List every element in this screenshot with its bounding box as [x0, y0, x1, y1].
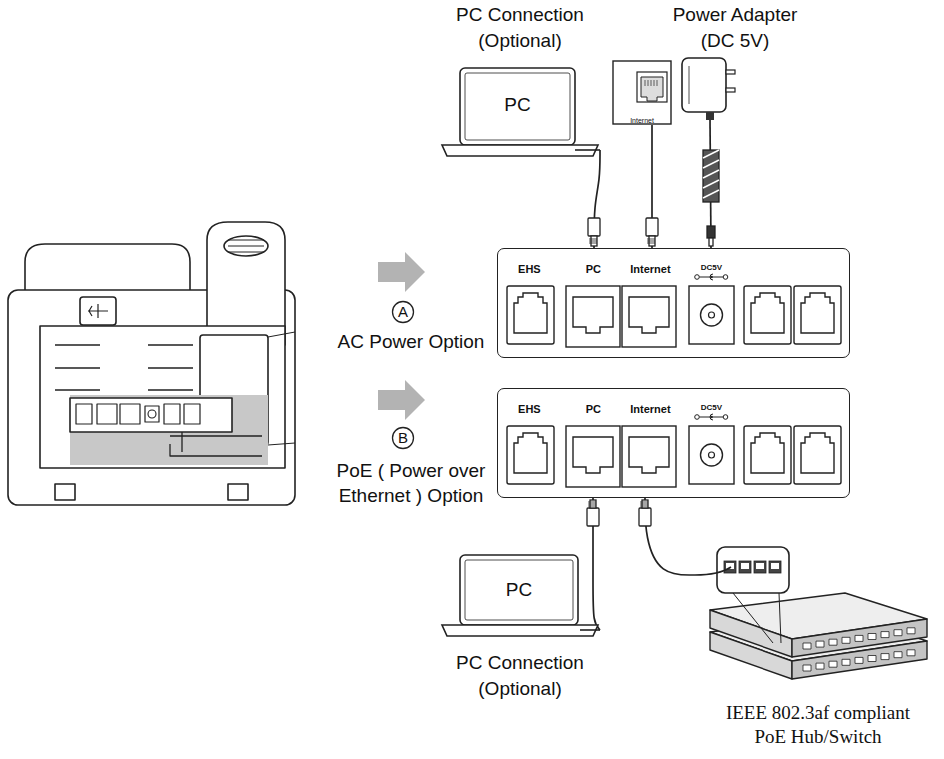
- option-title: PoE ( Power over Ethernet ) Option: [326, 458, 496, 508]
- port-panel-shape: [496, 387, 849, 497]
- internet-wall-jack: Internet: [612, 60, 672, 125]
- jack-label: Internet: [630, 116, 654, 125]
- pc-label-holder: PC: [460, 93, 575, 117]
- port-panel: EHS PC Internet DC5V: [497, 248, 850, 358]
- connection-caption: PC Connection (Optional): [440, 650, 600, 702]
- port-label: PC: [586, 262, 601, 276]
- port-label-holder: Internet: [622, 399, 678, 417]
- port-label-holder: PC: [567, 259, 619, 277]
- option-letter-holder: B: [393, 428, 413, 448]
- adapter-caption: Power Adapter (DC 5V): [665, 2, 805, 54]
- option-letter-holder: A: [393, 302, 413, 322]
- pc-laptop: PC PC Connection (Optional): [440, 550, 600, 705]
- connection-caption-holder: PC Connection (Optional): [440, 650, 600, 702]
- pc-label-holder: PC: [460, 578, 578, 602]
- port-label-holder: EHS: [504, 259, 554, 277]
- power-adapter: Power Adapter (DC 5V): [665, 0, 805, 120]
- port-label: PC: [586, 402, 601, 416]
- port-label-holder: PC: [567, 399, 619, 417]
- port-label-holder: EHS: [504, 399, 554, 417]
- cable-connector: [645, 498, 695, 575]
- connection-caption: PC Connection (Optional): [440, 2, 600, 54]
- port-label-holder: DC5V: [688, 396, 734, 414]
- port-panel-shape: [496, 247, 849, 357]
- port-label: Internet: [630, 402, 670, 416]
- option-title-holder: AC Power Option: [326, 329, 496, 354]
- switch-caption-holder: IEEE 802.3af compliant PoE Hub/Switch: [718, 701, 918, 749]
- connection-caption-holder: PC Connection (Optional): [440, 2, 600, 54]
- port-label: EHS: [518, 402, 541, 416]
- poe-switch: IEEE 802.3af compliant PoE Hub/Switch: [695, 535, 942, 751]
- port-label: Internet: [630, 262, 670, 276]
- port-label-holder: DC5V: [688, 256, 734, 274]
- port-label: DC5V: [701, 402, 722, 413]
- switch-caption: IEEE 802.3af compliant PoE Hub/Switch: [718, 701, 918, 749]
- pc-laptop: PC Connection (Optional) PC: [440, 0, 600, 158]
- option-title: AC Power Option: [338, 329, 485, 354]
- pc-label: PC: [504, 93, 530, 117]
- option-title-holder: PoE ( Power over Ethernet ) Option: [326, 458, 496, 508]
- option-letter: A: [398, 302, 408, 322]
- pc-label: PC: [506, 578, 532, 602]
- port-label: DC5V: [701, 262, 722, 273]
- port-label-holder: Internet: [622, 259, 678, 277]
- port-label: EHS: [518, 262, 541, 276]
- port-panel: EHS PC Internet DC5V: [497, 388, 850, 498]
- jack-label-holder: Internet: [612, 109, 672, 127]
- adapter-caption-holder: Power Adapter (DC 5V): [665, 2, 805, 54]
- internet-wall-jack-shape: [612, 60, 672, 125]
- option-letter: B: [398, 428, 408, 448]
